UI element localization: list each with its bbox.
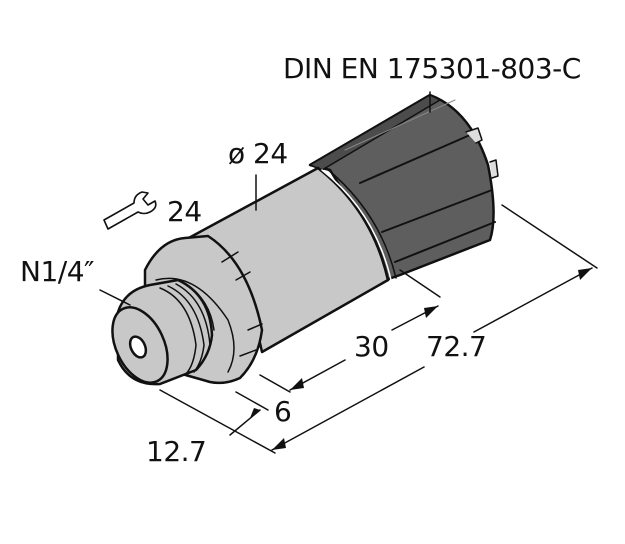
dimension-arrows bbox=[250, 268, 592, 450]
dimension-6-label: 6 bbox=[274, 395, 292, 428]
connector-housing bbox=[308, 93, 499, 284]
wrench-icon bbox=[103, 191, 157, 230]
dimension-30-label: 30 bbox=[354, 330, 389, 363]
diameter-label: ø 24 bbox=[228, 137, 288, 170]
dimension-lines bbox=[99, 91, 598, 454]
dimension-12-7-label: 12.7 bbox=[146, 435, 207, 468]
dimension-72-7-label: 72.7 bbox=[426, 330, 487, 363]
threaded-port bbox=[111, 278, 215, 386]
thread-label: N1/4″ bbox=[20, 255, 94, 288]
wrench-size-label: 24 bbox=[167, 195, 202, 228]
connector-standard-label: DIN EN 175301-803-C bbox=[283, 52, 581, 85]
